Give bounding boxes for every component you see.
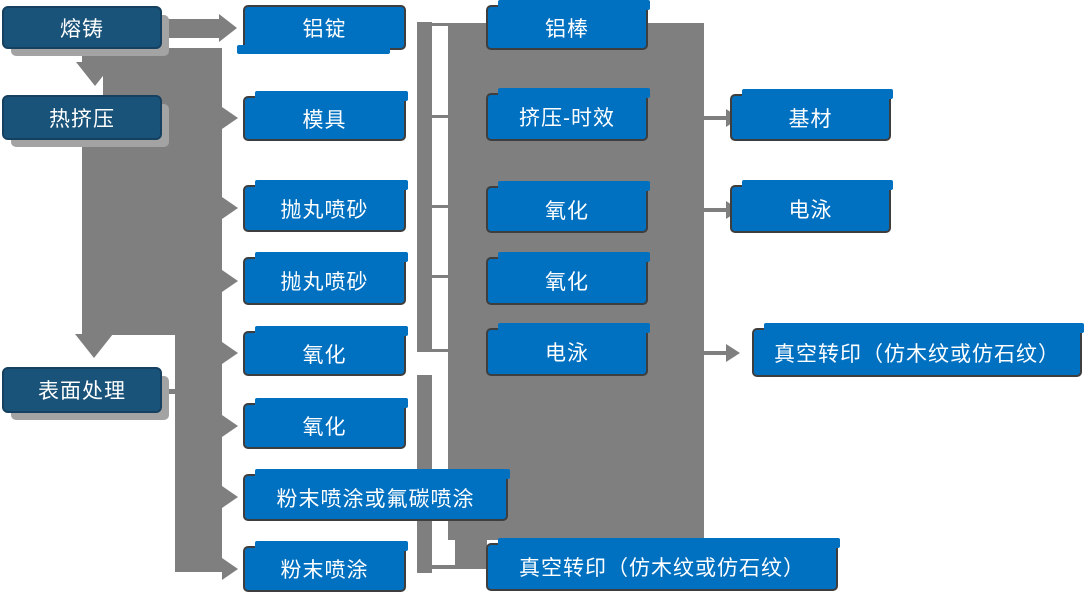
node-mold: 模具	[243, 91, 408, 141]
node-shot-blasting-2: 抛丸喷砂	[243, 252, 408, 305]
node-surface-treatment: 表面处理	[2, 367, 162, 413]
connector-panel-descender	[455, 540, 487, 568]
node-oxidation-c2-1: 氧化	[243, 326, 408, 376]
node-oxidation-c3-2: 氧化	[486, 252, 650, 305]
arrowhead-to-mold	[222, 107, 238, 129]
node-melting-casting: 熔铸	[2, 6, 162, 49]
arrowhead-to-vacuum-transfer-right	[726, 344, 740, 362]
node-extrusion-aging: 挤压-时效	[486, 88, 650, 141]
connector-tick-oxidation-c3-1	[432, 205, 448, 208]
connector-stub-to-substrate	[704, 116, 728, 120]
arrowhead-to-shot-blasting-1	[222, 197, 238, 219]
node-substrate: 基材	[730, 89, 893, 141]
node-powder-or-fluorocarbon-coating: 粉末喷涂或氟碳喷涂	[243, 469, 510, 521]
arrowhead-to-oxidation-c2-1	[222, 342, 238, 364]
connector-down-shaft-1	[82, 48, 104, 64]
arrowhead-to-powder-coating	[222, 558, 238, 580]
node-electrophoresis-c3: 电泳	[486, 323, 650, 376]
connector-stub-to-electrophoresis-c4	[704, 208, 728, 212]
arrowhead-down-to-surface-treatment	[75, 334, 113, 358]
connector-branch-bar	[175, 335, 222, 572]
node-aluminum-ingot: 铝锭	[237, 5, 406, 54]
node-oxidation-c2-2: 氧化	[243, 398, 408, 449]
node-oxidation-c3-1: 氧化	[486, 181, 650, 233]
connector-surface-treatment-stub	[162, 389, 175, 394]
arrowhead-down-to-hot-extrusion	[76, 62, 114, 86]
connector-collector-bar-upper	[417, 22, 432, 352]
arrowhead-to-oxidation-c2-2	[222, 415, 238, 437]
node-hot-extrusion: 热挤压	[2, 95, 162, 140]
node-vacuum-transfer-printing-bottom: 真空转印（仿木纹或仿石纹）	[486, 538, 840, 591]
node-aluminum-rod: 铝棒	[486, 0, 650, 50]
connector-block-main	[103, 48, 222, 335]
connector-tick-oxidation-c3-2	[432, 275, 448, 278]
arrowhead-to-shot-blasting-2	[222, 270, 238, 292]
node-shot-blasting-1: 抛丸喷砂	[243, 180, 408, 232]
arrowhead-to-fluorocarbon-coating	[222, 486, 238, 508]
connector-stub-to-vacuum-transfer-right	[704, 351, 728, 355]
connector-tick-extrusion-aging	[432, 115, 448, 118]
node-powder-coating: 粉末喷涂	[243, 541, 408, 592]
node-vacuum-transfer-printing-right: 真空转印（仿木纹或仿石纹）	[752, 323, 1084, 377]
connector-tick-electrophoresis	[432, 349, 448, 352]
connector-tick-aluminum-rod	[432, 23, 448, 26]
connector-melting-to-ingot-bar	[163, 19, 219, 38]
node-electrophoresis-c4: 电泳	[730, 180, 893, 233]
connector-block-left-strip	[82, 95, 103, 335]
arrowhead-to-aluminum-ingot	[219, 14, 237, 42]
